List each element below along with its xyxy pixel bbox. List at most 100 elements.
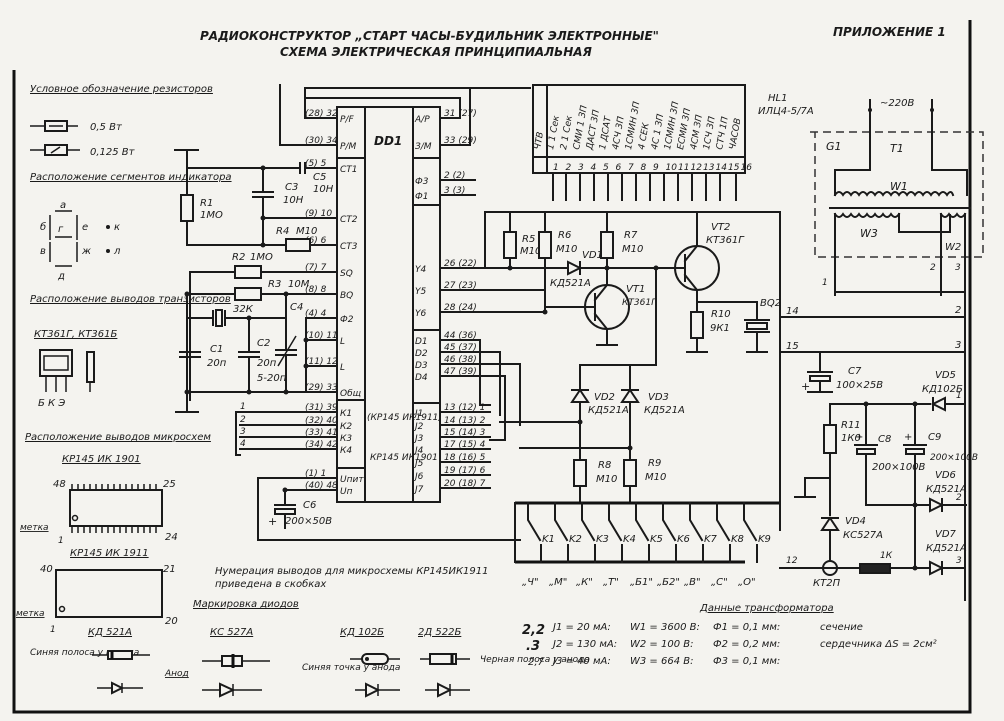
dd1-right-pin-number: 19 (17) 6 — [444, 466, 486, 476]
key-switch-contact[interactable] — [608, 502, 623, 542]
legend-transistor: Расположение выводов транзисторов КТ361Г… — [30, 294, 231, 409]
wire-15-label: 15 — [786, 341, 799, 352]
r3-ref: R3 — [268, 279, 281, 290]
dd1-right-pin-label: Ф3 — [415, 177, 429, 187]
segment-b: б — [40, 221, 46, 233]
hl1-pin-number: 13 — [703, 163, 715, 173]
tdata-r2-wire: Ф3 = 0,1 мм: — [713, 656, 780, 667]
dd1-left-pin-number: (7) 7 — [305, 263, 327, 273]
hl1-pin-number: 4 — [591, 163, 597, 173]
r4-resistor — [285, 238, 311, 252]
hl1-pin-number: 2 — [566, 163, 572, 173]
c8-ref: C8 — [878, 434, 891, 445]
r9-value: М10 — [645, 472, 666, 483]
bus-num-1: 1 — [240, 402, 246, 412]
transistor-types: КТ361Г, КТ361Б — [34, 329, 118, 340]
dd1-left-pin-label: BQ — [340, 291, 353, 301]
dd1-right-pin-number: 33 (29) — [444, 136, 477, 146]
c9-plus: + — [904, 432, 912, 443]
r7-value: М10 — [622, 244, 643, 255]
ic2-pin-21: 21 — [163, 564, 176, 575]
pin-1-label: 1 — [956, 391, 962, 401]
hl1-pin-number: 6 — [616, 163, 622, 173]
dd1-right-pin-number: 13 (12) 1 — [444, 403, 485, 413]
key-switch-contact[interactable] — [635, 502, 650, 542]
bus-num-2: 2 — [240, 415, 246, 425]
c1-ref: C1 — [210, 344, 223, 355]
dd1-left-pin-label: Р/F — [340, 115, 354, 125]
tdata-r0-turns: W1 = 3600 В: — [630, 622, 700, 633]
dd1-right-pin-label: З/М — [415, 142, 432, 152]
dd1-left-pin-label: К4 — [340, 446, 352, 456]
vd2-ref: VD2 — [594, 392, 615, 403]
dm-note-0: Синяя полоса у катода — [30, 648, 139, 658]
note-diode-marking: Маркировка диодов — [193, 599, 299, 610]
c9-ref: C9 — [928, 432, 941, 443]
hl1-segment-label: ЧТВ — [533, 131, 546, 150]
dd1-right-pin-number: 28 (24) — [444, 303, 477, 313]
dd1-right-pin-number: 26 (22) — [444, 259, 477, 269]
tdata-r2-current: J3 = 40 мА: — [551, 656, 611, 667]
segment-d: д — [57, 271, 65, 282]
c3-ref: C3 — [285, 182, 298, 193]
tdata-side-2: 2,7 — [528, 657, 545, 668]
hl1-pin-number: 11 — [678, 163, 689, 173]
dd1-type-main-text: КР145 ИК1901 — [370, 453, 438, 463]
tdata-r0-wire: Ф1 = 0,1 мм: — [713, 622, 780, 633]
key-label: K1 — [542, 534, 555, 545]
w3-label: W3 — [860, 227, 878, 240]
dd1-right-pin-label: А/Р — [414, 115, 430, 125]
dd1-left-pin-number: (1) 1 — [305, 469, 326, 479]
dd1-right-pin-label: Ф1 — [415, 192, 428, 202]
dd1-right-pin-number: 44 (36) — [444, 331, 477, 341]
key-switch-contact[interactable] — [716, 502, 731, 542]
key-switch-contact[interactable] — [554, 502, 569, 542]
dd1-left-pin-number: (8) 8 — [305, 285, 327, 295]
w1-label: W1 — [890, 180, 908, 193]
vd1-ref: VD1 — [582, 250, 603, 261]
dd1-type-main: КР145 ИК1901 — [370, 453, 438, 463]
title-line-1: РАДИОКОНСТРУКТОР „СТАРТ ЧАСЫ-БУДИЛЬНИК Э… — [200, 29, 659, 43]
key-switch-contact[interactable] — [581, 502, 596, 542]
dm-type-2: КД 102Б — [340, 627, 384, 638]
c6-ref: C6 — [303, 500, 316, 511]
transformer-data: Данные трансформатора 2,2 .3 2,7 J1 = 20… — [522, 603, 937, 668]
dd1-right-pin-number: 46 (38) — [444, 355, 477, 365]
dd1-left-pin-number: (5) 5 — [305, 159, 327, 169]
key-switch-contact[interactable] — [662, 502, 677, 542]
key-label: K3 — [596, 534, 609, 545]
dd1-right-pin-number: 47 (39) — [444, 367, 477, 377]
c8-plus: + — [855, 432, 863, 443]
key-label: K6 — [677, 534, 690, 545]
key-switch-contact[interactable] — [527, 502, 542, 542]
dd1-type-alt: (КР145 ИК1911) — [367, 413, 442, 423]
ic1-name: КР145 ИК 1901 — [62, 454, 141, 465]
segment-k: к — [114, 222, 120, 233]
c7-ref: C7 — [848, 366, 862, 377]
ic-legend-title: Расположение выводов микросхем — [25, 432, 211, 443]
dd1-left-pin-number: (33) 41 — [305, 428, 338, 438]
indicator-legend-title: Расположение сегментов индикатора — [30, 172, 232, 183]
c7-value: 100×25В — [836, 380, 883, 391]
dd1-left-pin-label: К1 — [340, 409, 352, 419]
transformer-t1: ~220В G1 T1 W1 W3 W2 1 2 3 — [810, 98, 984, 601]
tdata-r1-turns: W2 = 100 В: — [630, 639, 693, 650]
pin-2-label: 2 — [956, 493, 962, 503]
dd1-left-pin-number: (4) 4 — [305, 309, 327, 319]
c5-ref: C5 — [313, 172, 326, 183]
legend-resistors: Условное обозначение резисторов 0,5 Вт 0… — [30, 83, 213, 158]
key-function-label: „Б2" — [657, 577, 680, 588]
r2-ref: R2 — [232, 252, 245, 263]
key-switch-contact[interactable] — [743, 502, 758, 542]
dd1-right-pin-number: 15 (14) 3 — [444, 428, 486, 438]
dd1-left-pin-label: L — [340, 363, 345, 373]
key-switch-contact[interactable] — [689, 502, 704, 542]
legend-indicator: Расположение сегментов индикатора а б г … — [30, 172, 232, 282]
r4-value: М10 — [296, 226, 317, 237]
key-label: K9 — [758, 534, 771, 545]
key-function-label: „Ч" — [522, 577, 539, 588]
dd1-left-pin-number: (40) 48 — [305, 481, 338, 491]
r11-ref: R11 — [841, 420, 861, 431]
